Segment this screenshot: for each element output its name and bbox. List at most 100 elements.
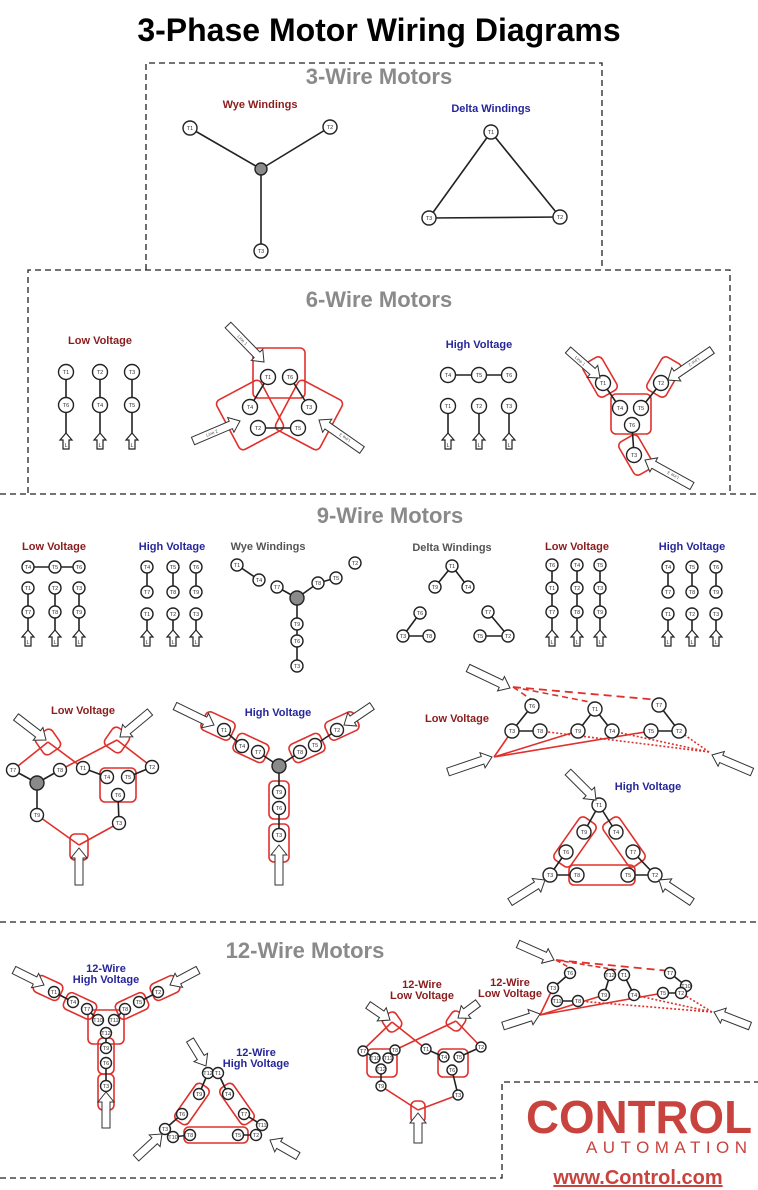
terminal-circle [524,698,540,714]
terminal-node: T3 [396,629,410,643]
terminal-label: T8 [689,590,695,596]
terminal-label: T4 [609,729,615,735]
terminal-label: T3 [400,634,406,640]
terminal-circle [311,576,325,590]
terminal-circle [158,1122,172,1136]
terminal-node: T5 [120,769,136,785]
terminal-label: T7 [84,1007,90,1013]
terminal-circle [685,585,699,599]
terminal-node: T9 [709,585,723,599]
terminal-node: T1 [216,722,232,738]
terminal-label: T2 [476,404,482,410]
terminal-node: T2 [144,759,160,775]
terminal-label: T4 [97,403,103,409]
terminal-node: T12 [375,1063,387,1075]
terminal-label: T7 [241,1112,247,1118]
terminal-circle [290,617,304,631]
terminal-circle [151,985,165,999]
terminal-node: T8 [118,1002,132,1016]
arrow-shape [592,629,608,647]
terminal-label: T4 [445,373,451,379]
red-wire [512,686,660,701]
connection-box [366,1048,398,1078]
page-title: 3-Phase Motor Wiring Diagrams [137,12,620,48]
line-arrow-icon [515,939,555,964]
terminal-node: T4 [661,560,675,574]
terminal-label: T2 [97,370,103,376]
terminal-circle [396,629,410,643]
twelve-wire-hv-delta-label-2: High Voltage [223,1058,289,1070]
terminal-circle [300,398,318,416]
terminal-node: T2 [249,419,267,437]
red-wire [361,1021,393,1052]
terminal-label: T2 [52,586,58,592]
terminal-node: T3 [546,981,560,995]
line-arrow-icon [69,847,89,886]
terminal-circle [48,605,62,619]
line-marker: L [194,640,197,646]
website-link[interactable]: www.Control.com [552,1167,722,1189]
terminal-label: T9 [294,622,300,628]
terminal-circle [189,560,203,574]
line-arrow-icon [457,999,482,1019]
arrow-shape [124,432,140,450]
terminal-label: T5 [52,565,58,571]
terminal-circle [241,398,259,416]
terminal-circle [413,606,427,620]
red-wire [59,739,118,771]
connection-box [218,1082,256,1126]
terminal-label: T7 [274,585,280,591]
terminal-label: T2 [478,1045,484,1051]
terminal-label: T5 [477,634,483,640]
terminal-circle [625,844,641,860]
terminal-node: T8 [52,762,68,778]
nine-wire-hv-wye-label: High Voltage [245,707,311,719]
terminal-node: T5 [620,867,636,883]
terminal-label: T5 [125,775,131,781]
connection-box [610,393,652,435]
terminal-label: T6 [563,850,569,856]
terminal-node: T2 [322,119,338,135]
terminal-label: T5 [129,403,135,409]
line-input-arrow-icon: L [92,432,108,450]
terminal-label: T3 [506,404,512,410]
three-wire-frame [145,62,603,270]
terminal-circle [107,1013,121,1027]
line-arrow-icon [501,1008,541,1031]
line-arrow-icon: Line 1 [224,321,265,363]
terminal-label: T11 [552,999,561,1005]
terminal-circle [329,722,345,738]
terminal-label: T10 [168,1135,177,1141]
terminal-node: T8 [571,994,585,1008]
terminal-circle [281,368,299,386]
terminal-label: T8 [574,873,580,879]
terminal-node: T5 [453,1051,465,1063]
terminal-node: T6 [281,368,299,386]
terminal-node: T3 [709,607,723,621]
terminal-label: T8 [575,999,581,1005]
terminal-circle [445,559,459,573]
wye-center-node [254,162,268,176]
terminal-circle [652,374,670,392]
terminal-circle [249,1128,263,1142]
terminal-circle [72,560,86,574]
terminal-node: T4 [611,399,629,417]
terminal-label: T7 [360,1049,366,1055]
terminal-node: T3 [593,581,607,595]
terminal-circle [603,968,617,982]
red-wire [633,994,713,1013]
terminal-label: T5 [476,373,482,379]
terminal-label: T4 [665,565,671,571]
red-wire [539,994,605,1016]
terminal-label: T5 [648,729,654,735]
terminal-circle [290,659,304,673]
terminal-label: T2 [149,765,155,771]
terminal-circle [421,210,437,226]
terminal-circle [182,120,198,136]
terminal-label: T12 [605,973,614,979]
terminal-node: T2 [671,723,687,739]
line-marker: L [77,640,80,646]
terminal-label: T5 [689,565,695,571]
terminal-circle [546,981,560,995]
